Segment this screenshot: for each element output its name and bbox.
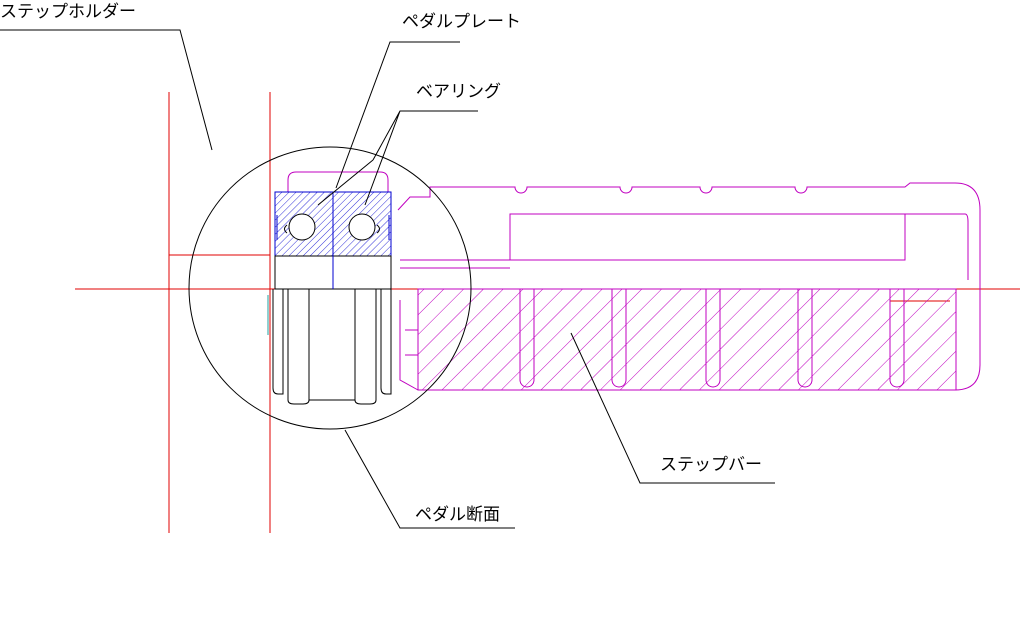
- pedal-assembly: [267, 171, 392, 405]
- bearing-ball-right: [348, 213, 376, 241]
- bearing-label: ベアリング: [416, 82, 501, 102]
- step-bar-section: [417, 288, 957, 391]
- step-bar-label: ステップバー: [660, 455, 762, 475]
- pedal-plate-label: ペダルプレート: [402, 12, 521, 32]
- bearing-ball-left: [288, 213, 316, 241]
- pedal-section-circle: [188, 146, 472, 430]
- pedal-section-label: ペダル断面: [415, 505, 500, 525]
- step-holder-label: ステップホルダー: [0, 2, 136, 22]
- leader-lines: [0, 29, 775, 529]
- step-bar: [397, 182, 981, 391]
